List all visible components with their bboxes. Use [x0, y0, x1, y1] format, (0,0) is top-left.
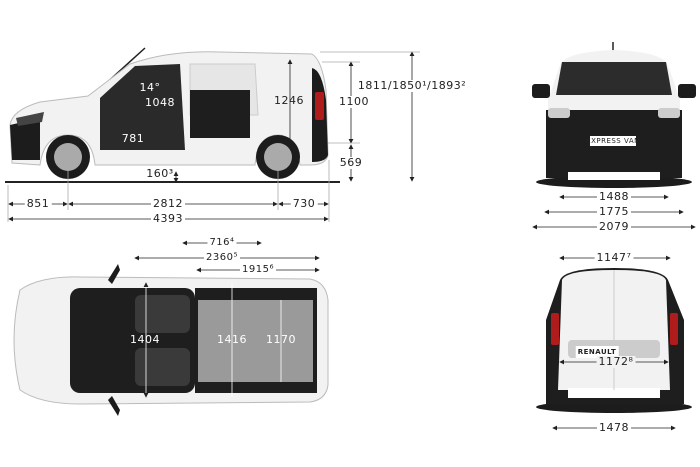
rear-badge-text: RENAULT — [575, 346, 619, 358]
overall-height-label: 1811/1850¹/1893² — [355, 79, 469, 92]
rear-track-label: 1478 — [597, 421, 631, 434]
rear-opening-height-label: 1100 — [337, 95, 371, 108]
partition-width-label: 716⁴ — [207, 237, 237, 249]
rear-overhang-label: 730 — [290, 197, 318, 210]
cargo-height-label: 1246 — [274, 94, 304, 107]
max-load-length-label: 2360⁵ — [204, 252, 240, 264]
top-view-van — [13, 264, 329, 416]
front-plate-text: EXPRESS VAN — [586, 137, 640, 145]
floor-length-label: 1915⁶ — [240, 264, 276, 276]
ground-clearance-label: 160³ — [146, 167, 174, 180]
cab-width-label: 1404 — [130, 333, 160, 346]
windscreen-angle-label: 14° — [139, 81, 161, 94]
front-view-van — [532, 42, 696, 188]
cargo-width-label: 1416 — [217, 333, 247, 346]
load-sill-height-label: 569 — [337, 156, 365, 169]
width-no-mirrors-label: 1775 — [597, 205, 631, 218]
side-view-van — [5, 47, 340, 183]
lower-opening-width-label: 1172⁸ — [596, 355, 636, 368]
front-track-label: 1488 — [597, 190, 631, 203]
width-with-mirrors-label: 2079 — [597, 220, 631, 233]
wheelbase-label: 2812 — [151, 197, 185, 210]
front-overhang-label: 851 — [24, 197, 52, 210]
rear-view-van — [536, 268, 692, 413]
width-between-arches-label: 1170 — [266, 333, 296, 346]
side-door-width-label: 781 — [121, 132, 145, 145]
overall-length-label: 4393 — [151, 212, 185, 225]
upper-opening-width-label: 1147⁷ — [594, 251, 634, 264]
seat-to-roof-label: 1048 — [145, 96, 175, 109]
